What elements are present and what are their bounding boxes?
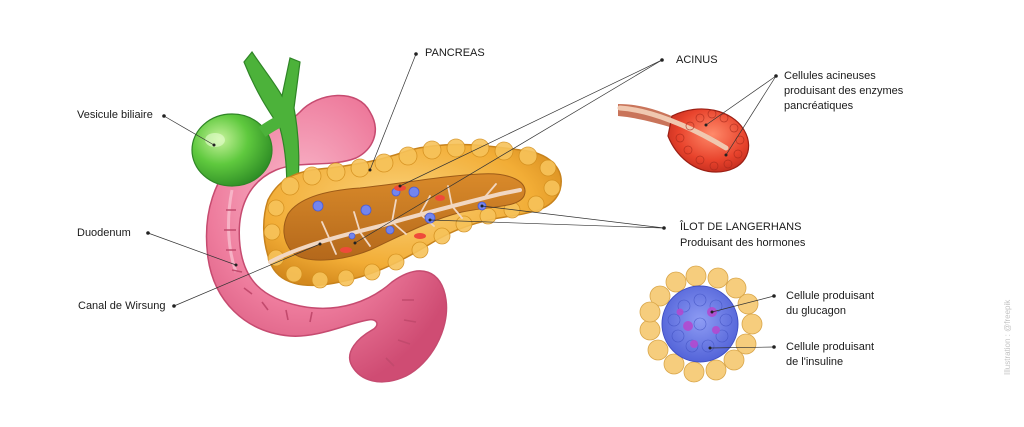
label-acinus: ACINUS [676, 54, 718, 66]
islet-core [661, 285, 739, 363]
islet-dots [312, 186, 487, 240]
leader-dots [146, 52, 778, 350]
label-cellule-glucagon: Cellule produisant du glucagon [786, 290, 875, 317]
gallbladder-illustration [191, 50, 301, 271]
label-cellule-insuline: Cellule produisant de l'insuline [786, 341, 875, 368]
acinus-dots [340, 185, 445, 253]
acinar-fat-ring [639, 265, 763, 383]
label-canal-de-wirsung: Canal de Wirsung [78, 300, 166, 312]
illustration-credit: Illustration : @freepik [1003, 299, 1012, 375]
label-ilot-subtitle: Produisant des hormones [680, 237, 806, 249]
gallbladder-shape [191, 113, 273, 187]
label-pancreas: PANCREAS [425, 47, 485, 59]
islet-of-langerhans-illustration [639, 265, 763, 383]
wirsung-duct [268, 183, 522, 264]
pancreas-illustration [262, 138, 562, 289]
glucagon-cells [676, 307, 720, 348]
label-duodenum: Duodenum [77, 227, 131, 239]
label-ilot-title: ÎLOT DE LANGERHANS [680, 221, 802, 233]
acinus-illustration [617, 104, 750, 173]
label-vesicule-biliaire: Vesicule biliaire [77, 109, 153, 121]
label-cellules-acineuses: Cellules acineuses produisant des enzyme… [784, 70, 904, 112]
leader-lines [147, 53, 777, 349]
